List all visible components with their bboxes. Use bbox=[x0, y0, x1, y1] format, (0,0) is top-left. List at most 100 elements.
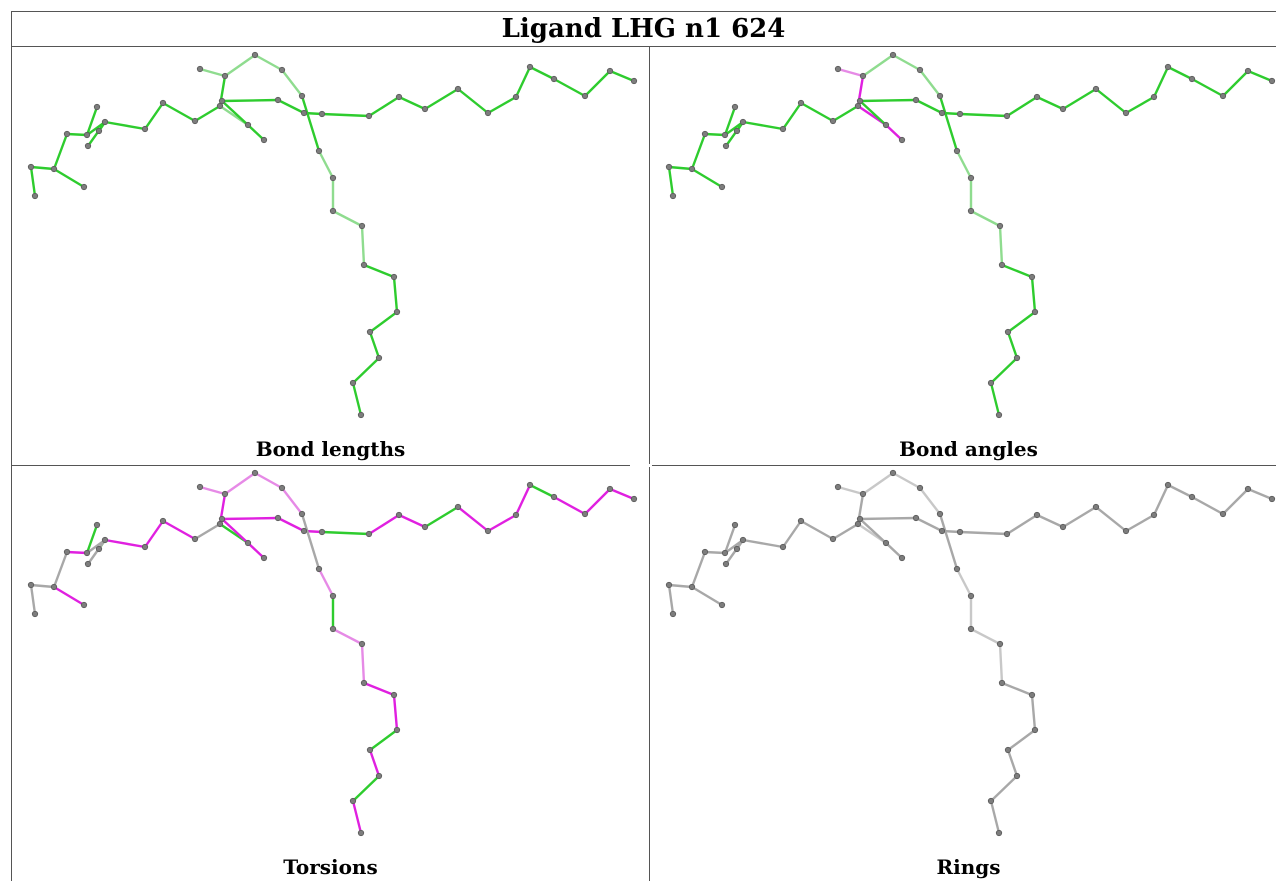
atom bbox=[318, 528, 326, 536]
bond bbox=[86, 120, 107, 148]
atom bbox=[191, 117, 199, 125]
bond bbox=[836, 485, 865, 496]
atom bbox=[898, 554, 906, 562]
atom bbox=[366, 328, 374, 336]
bond bbox=[1005, 95, 1039, 118]
bond bbox=[781, 101, 803, 131]
atom bbox=[912, 96, 920, 104]
atom bbox=[733, 545, 741, 553]
bond bbox=[1006, 310, 1037, 334]
bond bbox=[938, 94, 959, 153]
atom bbox=[854, 102, 862, 110]
bond bbox=[583, 69, 612, 98]
atom bbox=[358, 640, 366, 648]
atom bbox=[526, 481, 534, 489]
atom bbox=[669, 192, 677, 200]
atom bbox=[360, 679, 368, 687]
divider-gap bbox=[630, 464, 652, 467]
atom bbox=[630, 495, 638, 503]
bond bbox=[320, 530, 371, 536]
atom bbox=[1188, 493, 1196, 501]
atom bbox=[244, 121, 252, 129]
atom bbox=[996, 640, 1004, 648]
atom bbox=[953, 565, 961, 573]
atom bbox=[50, 583, 58, 591]
atom bbox=[251, 469, 259, 477]
atom bbox=[797, 517, 805, 525]
atom bbox=[329, 592, 337, 600]
bond bbox=[528, 65, 556, 81]
atom bbox=[916, 484, 924, 492]
atom bbox=[27, 163, 35, 171]
atom bbox=[856, 97, 864, 105]
bond bbox=[317, 567, 335, 598]
figure-title: Ligand LHG n1 624 bbox=[11, 11, 1276, 47]
atom bbox=[797, 99, 805, 107]
bond bbox=[1152, 483, 1170, 517]
bond bbox=[514, 65, 532, 99]
caption-bond-angles: Bond angles bbox=[899, 437, 1038, 461]
atom bbox=[31, 610, 39, 618]
atom bbox=[1122, 109, 1130, 117]
atom bbox=[854, 520, 862, 528]
bond bbox=[884, 123, 904, 142]
bond bbox=[351, 774, 381, 803]
atom bbox=[987, 797, 995, 805]
atom bbox=[80, 601, 88, 609]
bond bbox=[392, 693, 399, 732]
atom bbox=[967, 207, 975, 215]
bond bbox=[1061, 87, 1098, 111]
molecule-rings bbox=[665, 469, 1276, 837]
bond bbox=[723, 523, 737, 555]
atom bbox=[357, 411, 365, 419]
atom bbox=[829, 117, 837, 125]
atom bbox=[1150, 93, 1158, 101]
atom bbox=[216, 520, 224, 528]
atom bbox=[329, 625, 337, 633]
atom bbox=[315, 565, 323, 573]
caption-torsions: Torsions bbox=[283, 855, 378, 879]
atom bbox=[856, 515, 864, 523]
atom bbox=[1031, 726, 1039, 734]
bond bbox=[667, 165, 675, 198]
bond bbox=[1035, 95, 1065, 111]
bond bbox=[723, 105, 737, 137]
bond bbox=[368, 728, 399, 752]
bond bbox=[938, 512, 959, 571]
bond bbox=[456, 87, 490, 115]
bond bbox=[143, 101, 165, 131]
atom bbox=[1164, 63, 1172, 71]
bond bbox=[52, 585, 86, 607]
atom bbox=[196, 65, 204, 73]
bond bbox=[193, 104, 222, 123]
atom bbox=[1003, 530, 1011, 538]
bond bbox=[955, 149, 973, 180]
bond bbox=[486, 513, 518, 533]
atom bbox=[1033, 93, 1041, 101]
bond bbox=[703, 132, 727, 137]
atom bbox=[358, 222, 366, 230]
atom bbox=[95, 545, 103, 553]
bond bbox=[223, 471, 257, 496]
atom bbox=[375, 354, 383, 362]
atom bbox=[315, 147, 323, 155]
atom bbox=[1004, 328, 1012, 336]
atom bbox=[1268, 495, 1276, 503]
bond bbox=[724, 120, 745, 148]
bond bbox=[781, 519, 803, 549]
bond bbox=[741, 120, 785, 131]
bond bbox=[918, 486, 942, 516]
bond bbox=[858, 99, 888, 127]
bond bbox=[831, 522, 860, 541]
bond bbox=[223, 53, 257, 78]
bond bbox=[552, 77, 587, 98]
atom bbox=[731, 521, 739, 529]
bond bbox=[331, 627, 364, 646]
atom bbox=[512, 93, 520, 101]
bond bbox=[220, 98, 280, 103]
bond bbox=[52, 167, 86, 189]
atom bbox=[722, 142, 730, 150]
bond bbox=[351, 799, 363, 835]
atom bbox=[1013, 354, 1021, 362]
bond bbox=[799, 519, 835, 541]
